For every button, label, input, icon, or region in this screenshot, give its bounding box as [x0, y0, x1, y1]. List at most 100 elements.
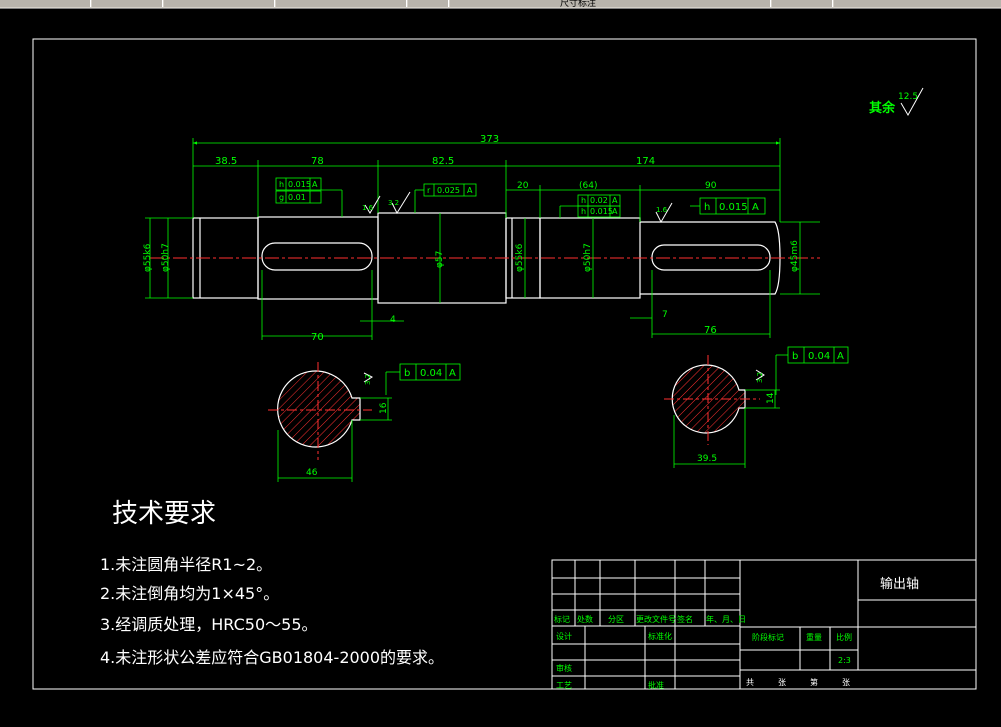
toolbar-group[interactable] [834, 0, 1001, 7]
dia-2: φ50h7 [161, 243, 171, 272]
tb-row-1: 设计 [556, 631, 572, 641]
roughness-note-value: 12.5 [898, 92, 918, 102]
tb-header-5: 签名 [677, 614, 693, 624]
tol-rs-2-ref: A [612, 207, 618, 216]
section-dim-left-2: 46 [306, 468, 318, 478]
tol-rs-2-val: 0.015 [590, 207, 613, 216]
roughness-mark-5: 3.2 [756, 372, 764, 383]
tol-mid-val: 0.025 [437, 186, 460, 195]
dia-4: φ55k6 [515, 243, 525, 272]
section-dim-right-2: 39.5 [697, 454, 717, 464]
dim-top-1: 38.5 [215, 156, 237, 167]
dim-top-2: 78 [311, 156, 324, 167]
roughness-note-prefix: 其余 [869, 100, 896, 116]
tol-sr-val: 0.04 [808, 351, 830, 362]
drawing-border [32, 38, 977, 690]
tol-left-1-val: 0.015 [288, 180, 311, 189]
dim-overall-length: 373 [480, 134, 499, 145]
cad-toolbar: 尺寸标注 [0, 0, 1001, 9]
tol-rs-1-ref: A [612, 196, 618, 205]
dim-bottom-1: 70 [311, 332, 324, 343]
tb-header-3: 分区 [608, 615, 624, 624]
tb-header-6: 年、月、日 [706, 614, 746, 624]
dim-bottom-2: 4 [390, 315, 396, 325]
tech-req-item-2: 2.未注倒角均为1×45°。 [100, 584, 279, 603]
dim-right-3: 90 [705, 181, 717, 191]
tol-rs-2-sym: h [581, 207, 586, 216]
tb-scale-value: 2:3 [838, 656, 851, 665]
tb-header-4: 更改文件号 [636, 614, 676, 624]
toolbar-group[interactable] [92, 0, 163, 7]
tb-row-4: 工艺 [556, 681, 572, 690]
tech-req-item-1: 1.未注圆角半径R1~2。 [100, 555, 272, 574]
toolbar-group[interactable] [164, 0, 275, 7]
part-name: 输出轴 [880, 576, 919, 592]
tb-scale: 比例 [836, 632, 852, 642]
section-view-right [664, 355, 780, 468]
dia-3: φ57 [435, 251, 445, 268]
dim-bottom-4: 76 [704, 325, 717, 336]
tol-right-sym: h [704, 202, 710, 213]
title-block-grid [551, 559, 977, 690]
tol-sr-sym: b [792, 351, 798, 362]
section-dim-left-1: 16 [379, 402, 389, 414]
tol-left-2-sym: g [279, 193, 284, 202]
tb-sheet-3: 第 [810, 677, 818, 687]
dim-right-2: (64) [579, 181, 597, 191]
tb-sheet-1: 共 [746, 678, 754, 687]
roughness-symbol-icon [900, 87, 924, 117]
title-block-labels: 标记 处数 分区 更改文件号 签名 年、月、日 设计 标准化 审核 工艺 批准 … [554, 614, 852, 690]
tb-sheet-4: 张 [842, 678, 850, 687]
tol-right-val: 0.015 [719, 202, 748, 213]
tb-row-5: 批准 [648, 680, 664, 690]
dim-top-4: 174 [636, 156, 655, 167]
drawing-canvas[interactable]: 其余 12.5 [0, 8, 1001, 723]
dia-1: φ55k6 [143, 243, 153, 272]
roughness-mark-2: 3.2 [388, 199, 399, 207]
roughness-mark-4: 3.2 [364, 374, 372, 385]
drawing-svg: 其余 12.5 [32, 38, 977, 690]
tol-rs-1-val: 0.02 [590, 196, 608, 205]
tol-sl-val: 0.04 [420, 368, 442, 379]
section-dim-right-1: 14 [766, 392, 776, 404]
tolerance-frames [275, 177, 849, 395]
toolbar-group[interactable] [450, 0, 771, 7]
tb-header-2: 处数 [577, 614, 593, 624]
tech-req-item-4: 4.未注形状公差应符合GB01804-2000的要求。 [100, 648, 444, 667]
dim-right-1: 20 [517, 181, 529, 191]
tol-rs-1-sym: h [581, 196, 586, 205]
tol-left-1-sym: h [279, 180, 284, 189]
dim-bottom-3: 7 [662, 310, 668, 320]
tech-req-item-3: 3.经调质处理，HRC50～55。 [100, 615, 318, 634]
tolerance-text-large: h 0.015 A b 0.04 A b 0.04 A [404, 202, 844, 379]
tb-stage: 阶段标记 [752, 632, 784, 642]
tol-left-1-ref: A [312, 180, 318, 189]
tol-mid-sym: r [427, 186, 431, 195]
tol-sr-ref: A [837, 351, 844, 362]
tb-sheet-2: 张 [778, 678, 786, 687]
tech-req-title: 技术要求 [112, 499, 216, 529]
toolbar-group[interactable] [408, 0, 449, 7]
dim-top-3: 82.5 [432, 156, 454, 167]
tb-header-1: 标记 [554, 614, 570, 624]
roughness-mark-1: 1.6 [362, 204, 374, 212]
tol-sl-ref: A [449, 368, 456, 379]
tb-row-3: 审核 [556, 663, 572, 673]
tol-sl-sym: b [404, 368, 410, 379]
roughness-marks [363, 191, 765, 383]
dia-5: φ50h7 [583, 243, 593, 272]
toolbar-group[interactable] [276, 0, 407, 7]
tolerance-text: h 0.015 A g 0.01 r 0.025 A h 0.02 A h 0.… [279, 180, 618, 216]
roughness-mark-3: 1.6 [656, 206, 668, 214]
toolbar-group[interactable] [0, 0, 91, 7]
tb-row-2: 标准化 [648, 631, 672, 641]
tol-mid-ref: A [467, 186, 473, 195]
tb-weight: 重量 [806, 632, 822, 642]
dimension-lines [145, 138, 820, 340]
section-view-left [268, 362, 392, 482]
tol-left-2-val: 0.01 [288, 193, 306, 202]
tol-right-ref: A [752, 202, 759, 213]
dia-6: φ45m6 [790, 240, 800, 272]
toolbar-group[interactable] [772, 0, 833, 7]
toolbar-label: 尺寸标注 [560, 0, 597, 9]
